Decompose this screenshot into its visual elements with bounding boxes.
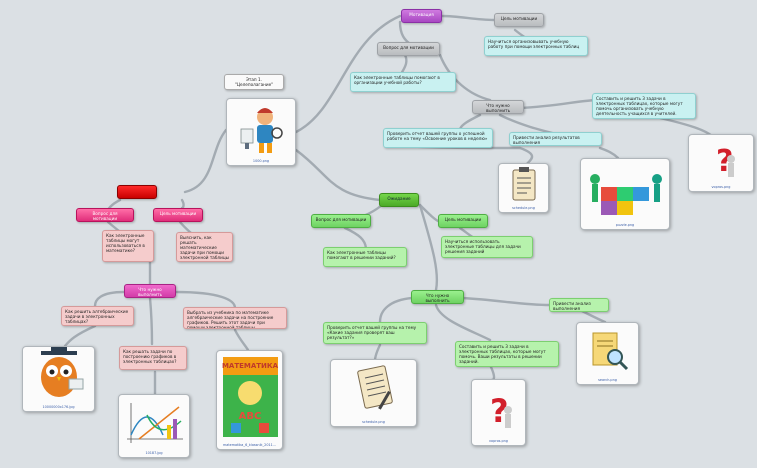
node-top-goal-text: Цель мотивации [500, 16, 538, 21]
node-mid-what-desc1: Проверить отчет вашей группы на тему «Ка… [327, 325, 417, 340]
stage-title[interactable]: Этап 1. "Целеполагание" [224, 74, 284, 90]
question2-caption[interactable]: vopros.png [489, 439, 508, 443]
center-image-caption[interactable]: 1000.png [252, 159, 270, 163]
svg-text:?: ? [490, 392, 509, 430]
graphs-illustration [127, 403, 183, 443]
node-left-goal[interactable]: Цель мотивации [153, 208, 203, 222]
node-left-task2-text: Как решать задачи по построению графиков… [123, 349, 177, 364]
node-mid-what-text: Что нужно выполнить [425, 293, 450, 303]
node-top-what-text: Что нужно выполнить [485, 103, 511, 113]
node-left-task2[interactable]: Как решать задачи по построению графиков… [119, 346, 187, 370]
book-caption[interactable]: matematika_6_klassnik_2011... [222, 443, 277, 447]
schedule-caption[interactable]: schedule.png [512, 206, 535, 210]
owl-caption[interactable]: 10000000x176.jpg [42, 405, 75, 409]
node-left-question-box[interactable]: Как электронные таблицы могут использова… [102, 230, 154, 262]
node-expectation-text: Ожидание [387, 196, 411, 201]
schedule-clipboard-icon-2 [357, 365, 393, 410]
node-top-question-box[interactable]: Как электронные таблицы помогают в орган… [350, 72, 456, 92]
image-node-question1[interactable]: ? vopros.png [688, 134, 754, 192]
image-node-owl[interactable]: 10000000x176.jpg [22, 346, 95, 412]
node-left-what-text: Что нужно выполнить [137, 287, 163, 297]
search-caption[interactable]: search.png [598, 378, 617, 382]
image-node-puzzle[interactable]: puzzle.png [580, 158, 670, 230]
node-mid-results-text: Привести анализ выполнения [553, 301, 591, 311]
node-top-what-box1[interactable]: Проверить отчет вашей группы о успешной … [383, 128, 493, 148]
node-motivation[interactable]: Мотивация [401, 9, 442, 23]
node-top-what-desc2: Составить и решить 3 задачи в электронны… [596, 96, 683, 116]
image-node-graphs[interactable]: 10187.jpg [118, 394, 190, 458]
node-left-goal-text: Цель мотивации [159, 211, 197, 216]
node-left-task3[interactable]: Выбрать из учебника по математике алгебр… [183, 307, 287, 329]
node-mid-what-box2[interactable]: Составить и решить 3 задачи в электронны… [455, 341, 559, 367]
stage-title-text: Этап 1. "Целеполагание" [234, 77, 274, 87]
image-node-question2[interactable]: ? vopros.png [471, 379, 526, 446]
center-image-node[interactable]: 1000.png [226, 98, 296, 166]
node-mid-question-desc: Как электронные таблицы помогают в решен… [327, 250, 396, 260]
node-top-what-desc1: Проверить отчет вашей группы о успешной … [387, 131, 488, 141]
node-top-results[interactable]: Привести анализ результатов выполнения [509, 132, 602, 146]
node-top-question-desc: Как электронные таблицы помогают в орган… [354, 75, 440, 85]
node-mid-goal[interactable]: Цель мотивации [438, 214, 488, 228]
image-node-schedule[interactable]: schedule.png [498, 163, 549, 213]
boy-with-magnifier-illustration [240, 108, 283, 153]
question1-caption[interactable]: vopros.png [711, 185, 731, 189]
question-mark-figure-icon-2: ? [490, 392, 512, 430]
search-document-icon [592, 332, 629, 371]
node-left-question-text: Вопрос для мотивации [92, 211, 118, 221]
node-expectation[interactable]: Ожидание [379, 193, 419, 207]
image-node-search[interactable]: search.png [576, 322, 639, 385]
book-title: МАТЕМАТИКА [222, 362, 279, 370]
node-mid-goal-box[interactable]: Научиться использовать электронные табли… [441, 236, 533, 258]
owl-character-illustration [41, 347, 84, 397]
node-left-what[interactable]: Что нужно выполнить [124, 284, 176, 298]
puzzle-caption[interactable]: puzzle.png [615, 223, 635, 227]
node-top-results-text: Привести анализ результатов выполнения [513, 135, 580, 145]
node-left-task3-text: Выбрать из учебника по математике алгебр… [187, 310, 274, 329]
node-top-goal[interactable]: Цель мотивации [494, 13, 544, 27]
node-top-question[interactable]: Вопрос для мотивации [377, 42, 440, 56]
node-top-goal-desc: Научиться организовывать учебную работу … [488, 39, 580, 49]
node-top-what[interactable]: Что нужно выполнить [472, 100, 524, 114]
node-motivation-text: Мотивация [409, 12, 434, 17]
node-mid-question[interactable]: Вопрос для мотивации [311, 214, 371, 228]
node-mid-goal-desc: Научиться использовать электронные табли… [445, 239, 521, 254]
node-left-question-desc: Как электронные таблицы могут использова… [106, 233, 145, 253]
node-left-goal-desc: Выяснить, как решать математические зада… [180, 235, 229, 260]
node-left-question[interactable]: Вопрос для мотивации [76, 208, 134, 222]
node-mid-what[interactable]: Что нужно выполнить [411, 290, 464, 304]
image-node-book[interactable]: МАТЕМАТИКА АВС matematika_6_klassnik_201… [216, 350, 283, 450]
graphs-caption[interactable]: 10187.jpg [145, 451, 163, 455]
image-node-schedule2[interactable]: schedule.png [330, 359, 417, 427]
puzzle-people-illustration [590, 174, 662, 215]
schedule-clipboard-icon [512, 167, 536, 201]
node-left-root[interactable] [117, 185, 157, 199]
node-top-goal-text-box[interactable]: Научиться организовывать учебную работу … [484, 36, 588, 56]
node-left-task1-text: Как решить алгебраические задачи в элект… [65, 309, 129, 324]
schedule2-caption[interactable]: schedule.png [362, 420, 385, 424]
book-subtitle: АВС [239, 411, 262, 422]
node-left-goal-box[interactable]: Выяснить, как решать математические зада… [176, 232, 233, 262]
question-mark-figure-icon: ? [716, 144, 735, 179]
node-top-question-text: Вопрос для мотивации [383, 45, 434, 50]
node-mid-results[interactable]: Привести анализ выполнения [549, 298, 609, 312]
node-top-what-box2[interactable]: Составить и решить 3 задачи в электронны… [592, 93, 696, 119]
node-mid-what-box1[interactable]: Проверить отчет вашей группы на тему «Ка… [323, 322, 427, 344]
node-left-task1[interactable]: Как решить алгебраические задачи в элект… [61, 306, 134, 326]
node-mid-question-box[interactable]: Как электронные таблицы помогают в решен… [323, 247, 407, 267]
math-textbook-cover: МАТЕМАТИКА АВС [222, 357, 279, 437]
node-mid-what-desc2: Составить и решить 3 задачи в электронны… [459, 344, 546, 364]
node-mid-question-text: Вопрос для мотивации [315, 217, 367, 222]
node-mid-goal-text: Цель мотивации [444, 217, 482, 222]
